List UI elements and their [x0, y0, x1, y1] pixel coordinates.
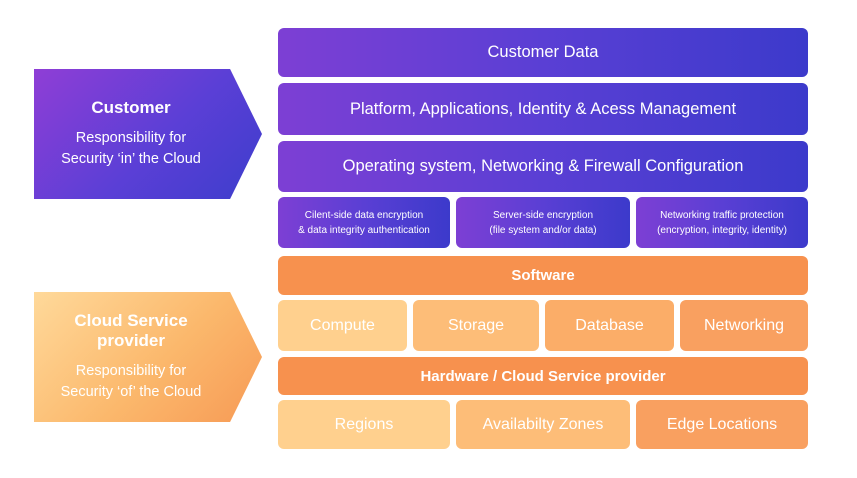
- hardware-layer: Hardware / Cloud Service provider: [278, 357, 808, 395]
- client-side-encryption-box: Cilent-side data encryption & data integ…: [278, 197, 450, 248]
- customer-subtitle-line1: Responsibility for: [75, 130, 187, 146]
- compute-tile: Compute: [278, 300, 407, 351]
- edge-locations-tile: Edge Locations: [636, 400, 808, 449]
- client-side-encryption-line2: & data integrity authentication: [298, 224, 430, 236]
- network-traffic-protection-line2: (encryption, integrity, identity): [657, 224, 787, 236]
- customer-subtitle-line2: Security ‘in’ the Cloud: [61, 151, 201, 167]
- server-side-encryption-line2: (file system and/or data): [489, 224, 597, 236]
- software-layer: Software: [278, 256, 808, 295]
- client-side-encryption-line1: Cilent-side data encryption: [304, 209, 424, 221]
- storage-tile: Storage: [413, 300, 539, 351]
- network-traffic-protection-line1: Networking traffic protection: [660, 209, 784, 221]
- server-side-encryption-line1: Server-side encryption: [492, 209, 594, 221]
- os-networking-layer: Operating system, Networking & Firewall …: [278, 141, 808, 192]
- customer-subtitle: Responsibility for Security ‘in’ the Clo…: [61, 128, 201, 170]
- provider-subtitle-line1: Responsibility for: [75, 363, 187, 379]
- regions-tile: Regions: [278, 400, 450, 449]
- customer-title: Customer: [91, 98, 171, 117]
- provider-title-line1: Cloud Service: [74, 311, 188, 330]
- platform-layer: Platform, Applications, Identity & Acess…: [278, 83, 808, 135]
- customer-data-layer: Customer Data: [278, 28, 808, 77]
- network-traffic-protection-box: Networking traffic protection (encryptio…: [636, 197, 808, 248]
- networking-tile: Networking: [680, 300, 808, 351]
- customer-responsibility-arrow: Customer Responsibility for Security ‘in…: [34, 69, 262, 199]
- provider-title-line2: provider: [96, 331, 166, 350]
- provider-responsibility-arrow: Cloud Service provider Responsibility fo…: [34, 292, 262, 422]
- server-side-encryption-box: Server-side encryption (file system and/…: [456, 197, 630, 248]
- availability-zones-tile: Availabilty Zones: [456, 400, 630, 449]
- provider-subtitle-line2: Security ‘of’ the Cloud: [60, 384, 202, 400]
- database-tile: Database: [545, 300, 674, 351]
- provider-subtitle: Responsibility for Security ‘of’ the Clo…: [61, 361, 202, 403]
- provider-title: Cloud Service provider: [74, 311, 187, 351]
